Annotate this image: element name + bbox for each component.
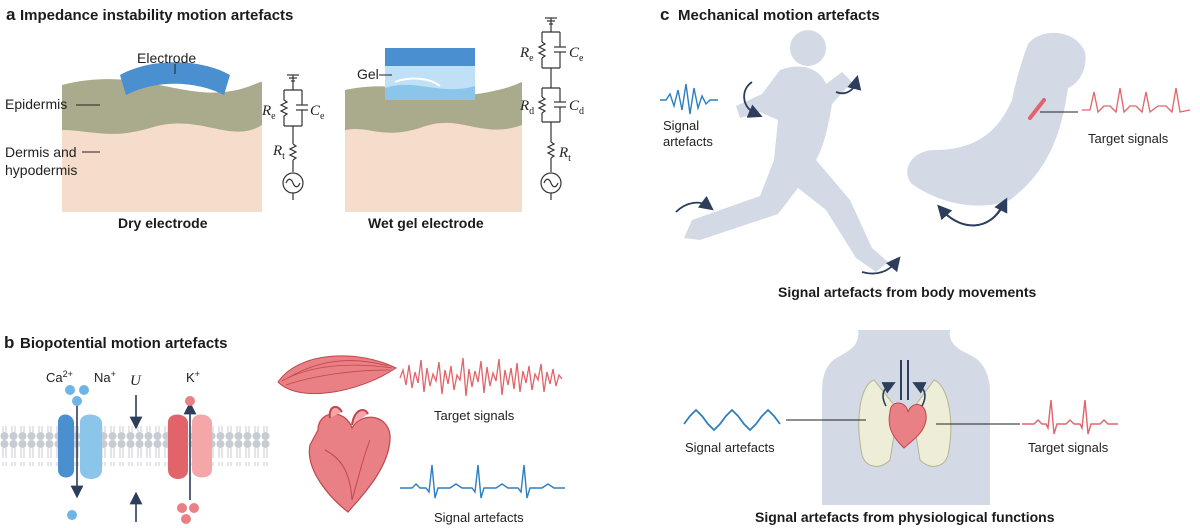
wet-circuit [537,17,566,200]
dry-electrode [120,62,230,95]
signal-artefacts-label-c-bottom: Signal artefacts [685,440,775,455]
dry-Re-symbol: Re [261,103,276,122]
ca-na-channel [58,400,102,499]
panel-c: c Mechanical motion artefacts Target sig… [660,5,1191,525]
target-signal-bottom [1022,399,1118,435]
target-signals-label-c-top: Target signals [1088,131,1169,146]
dermis-label-1: Dermis and [5,144,77,160]
arm-electrode-mark [1028,98,1046,120]
electrode-label: Electrode [137,50,196,66]
ion-dot [72,396,82,406]
wet-Rt-symbol: Rt [558,145,571,164]
panel-c-letter: c [660,5,669,24]
wet-electrode [385,48,475,66]
signal-artefacts-top [660,83,718,115]
k-label: K+ [186,369,200,385]
ca-label: Ca2+ [46,369,73,385]
arm-silhouette [907,32,1086,206]
muscle-fiber [277,355,397,394]
motion-arrows [675,75,1008,275]
emg-target-signal [399,357,563,397]
panel-a: a Impedance instability motion artefacts… [5,5,584,231]
target-signals-label-c-bottom: Target signals [1028,440,1109,455]
dry-Ce-symbol: Ce [310,103,325,122]
dry-circuit [279,74,308,200]
k-channel [168,401,212,500]
caption-body-movements: Signal artefacts from body movements [778,284,1037,300]
dry-electrode-caption: Dry electrode [118,215,208,231]
caption-physiological: Signal artefacts from physiological func… [755,509,1055,525]
wet-skin-block [345,82,522,212]
dermis-label-2: hypodermis [5,162,77,178]
wet-Re-symbol: Re [519,45,534,64]
wet-Rd-symbol: Rd [519,98,534,117]
ion-dot [177,503,187,513]
panel-a-title: Impedance instability motion artefacts [20,7,293,24]
dry-skin-block [62,79,262,212]
dry-Rt-symbol: Rt [272,143,285,162]
wet-Ce-symbol: Ce [569,45,584,64]
signal-artefacts-label-b: Signal artefacts [434,510,524,525]
lipid-bilayer [0,426,270,466]
airflow-arrow-left [881,382,896,407]
epidermis-label: Epidermis [5,96,67,112]
potential-label: U [130,373,142,389]
ecg-artefact-signal [400,464,565,499]
chest-heart [888,402,927,449]
gel-label: Gel [357,66,379,82]
ion-dot [65,385,75,395]
na-label: Na+ [94,369,116,385]
panel-b-letter: b [4,333,14,352]
heart-illustration [308,405,391,513]
ion-dot [185,396,195,406]
ion-dot [79,385,89,395]
gel-wave [385,84,475,100]
wet-electrode-caption: Wet gel electrode [368,215,484,231]
runner-silhouette [684,30,888,272]
gel-highlight [394,77,441,87]
signal-artefacts-label-c-1: Signal [663,118,699,133]
signal-artefacts-bottom [683,408,781,432]
panel-c-title: Mechanical motion artefacts [678,7,880,24]
panel-b-title: Biopotential motion artefacts [20,335,228,352]
panel-a-letter: a [6,5,16,24]
wet-Cd-symbol: Cd [569,98,584,117]
ion-dot [181,514,191,524]
airflow-arrow-right [912,382,927,407]
target-signal-top [1082,87,1191,114]
signal-artefacts-label-c-2: artefacts [663,134,713,149]
panel-b: b Biopotential motion artefacts Ca2+ Na+… [0,333,565,525]
ion-dot [67,510,77,520]
ion-dot [189,503,199,513]
target-signals-label-b: Target signals [434,408,515,423]
